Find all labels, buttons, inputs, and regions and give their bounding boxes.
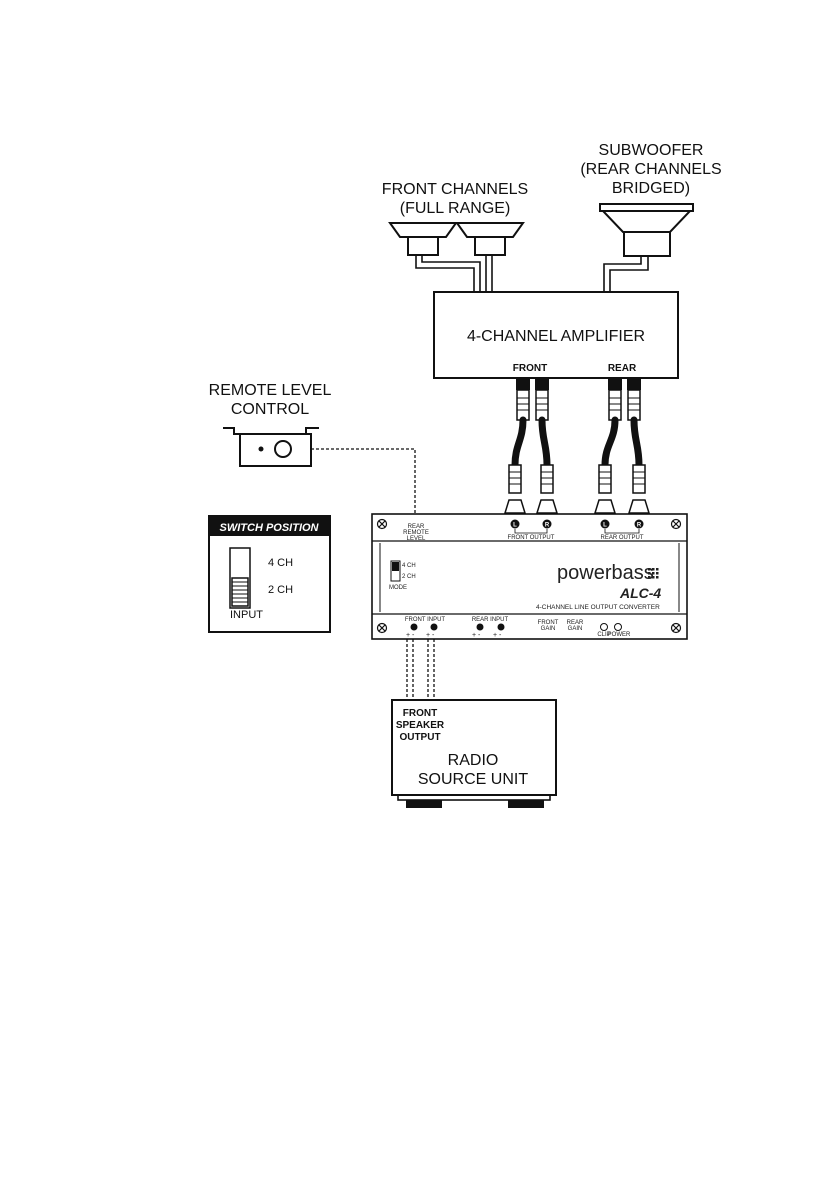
svg-text:FRONT INPUT: FRONT INPUT xyxy=(405,617,446,623)
front-output-jacks: L R FRONT OUTPUT xyxy=(508,519,555,541)
radio-source-unit: FRONT SPEAKER OUTPUT RADIO SOURCE UNIT xyxy=(391,699,557,808)
rear-remote-level-1: REAR xyxy=(408,524,425,530)
subwoofer: SUBWOOFER (REAR CHANNELS BRIDGED) xyxy=(580,142,722,292)
remote-cable xyxy=(311,448,416,514)
amplifier-box xyxy=(433,291,679,379)
rear-output-label: REAR OUTPUT xyxy=(600,535,643,541)
rear-input-terminals: REAR INPUT + - + - xyxy=(472,617,509,639)
front-speakers: FRONT CHANNELS (FULL RANGE) xyxy=(382,181,528,292)
svg-text:FRONT: FRONT xyxy=(538,620,559,626)
mode-switch-icon xyxy=(229,547,251,609)
source-unit-label-1: RADIO xyxy=(448,752,499,769)
model-name: ALC-4 xyxy=(619,585,661,601)
front-channels-label-1: FRONT CHANNELS xyxy=(382,181,528,198)
switch-position-title: SWITCH POSITION xyxy=(220,522,320,534)
svg-text:+ -: + - xyxy=(426,632,435,639)
remote-level-control: REMOTE LEVEL CONTROL xyxy=(209,382,416,514)
clip-label: CLIP xyxy=(597,632,610,638)
remote-led-icon xyxy=(258,446,264,452)
brand-logo: powerbass xyxy=(557,562,654,584)
svg-text:GAIN: GAIN xyxy=(568,626,583,632)
remote-label-1: REMOTE LEVEL xyxy=(209,382,332,399)
amp-rca-jack xyxy=(608,378,622,390)
svg-text:R: R xyxy=(545,523,550,529)
amplifier-label: 4-CHANNEL AMPLIFIER xyxy=(467,328,645,345)
speaker-input-wires xyxy=(406,639,435,701)
subwoofer-label-3: BRIDGED) xyxy=(612,180,690,197)
speaker-output-label-3: OUTPUT xyxy=(399,732,440,743)
switch-position-panel: SWITCH POSITION 4 CH 2 CH INPUT xyxy=(208,515,331,633)
gain-controls: FRONT GAIN REAR GAIN xyxy=(538,620,584,632)
converter-subtitle: 4-CHANNEL LINE OUTPUT CONVERTER xyxy=(536,604,660,611)
source-unit-foot xyxy=(508,800,544,808)
rca-cables xyxy=(503,389,651,514)
line-output-converter: REAR REMOTE LEVEL L R FRONT OUTPUT L R R… xyxy=(371,513,688,640)
remote-label-2: CONTROL xyxy=(231,401,309,418)
remote-box xyxy=(239,433,312,467)
switch-input-label: INPUT xyxy=(230,609,263,621)
source-unit-label-2: SOURCE UNIT xyxy=(418,771,528,788)
subwoofer-wires xyxy=(603,256,649,292)
mode-label: MODE xyxy=(389,585,407,591)
svg-text:R: R xyxy=(637,523,642,529)
front-channels-label-2: (FULL RANGE) xyxy=(400,200,511,217)
svg-text:+ -: + - xyxy=(406,632,415,639)
svg-text:REAR INPUT: REAR INPUT xyxy=(472,617,509,623)
switch-4ch-label: 4 CH xyxy=(268,557,293,569)
front-right-speaker-icon xyxy=(455,222,525,256)
brand-logo-dots-icon xyxy=(648,568,659,579)
svg-text:4 CH: 4 CH xyxy=(402,563,416,569)
svg-text:+ -: + - xyxy=(472,632,481,639)
source-unit-foot xyxy=(406,800,442,808)
speaker-output-label-1: FRONT xyxy=(403,708,437,719)
subwoofer-label-2: (REAR CHANNELS xyxy=(580,161,721,178)
rear-output-jacks: L R REAR OUTPUT xyxy=(600,519,644,541)
subwoofer-label-1: SUBWOOFER xyxy=(599,142,704,159)
amp-rca-jack xyxy=(535,378,549,390)
power-label: POWER xyxy=(608,632,631,638)
amp-rear-label: REAR xyxy=(608,363,637,374)
speaker-output-label-2: SPEAKER xyxy=(396,720,445,731)
remote-knob-icon xyxy=(274,440,292,458)
amp-front-label: FRONT xyxy=(513,363,547,374)
converter-mode-switch: 4 CH 2 CH MODE xyxy=(389,560,416,591)
converter-screws xyxy=(376,518,682,634)
front-output-label: FRONT OUTPUT xyxy=(508,535,555,541)
svg-text:2 CH: 2 CH xyxy=(402,574,416,580)
svg-text:+ -: + - xyxy=(493,632,502,639)
rear-remote-level-3: LEVEL xyxy=(407,536,426,542)
rear-remote-level-2: REMOTE xyxy=(403,530,429,536)
svg-text:L: L xyxy=(603,523,607,529)
svg-text:GAIN: GAIN xyxy=(541,626,556,632)
svg-text:L: L xyxy=(513,523,517,529)
front-left-speaker-icon xyxy=(388,222,458,256)
switch-2ch-label: 2 CH xyxy=(268,584,293,596)
front-speaker-wires xyxy=(415,255,493,292)
svg-text:REAR: REAR xyxy=(567,620,584,626)
front-input-terminals: FRONT INPUT + - + - xyxy=(405,617,446,639)
amp-rca-jack xyxy=(516,378,530,390)
subwoofer-speaker-icon xyxy=(599,203,694,257)
amplifier: 4-CHANNEL AMPLIFIER FRONT REAR xyxy=(433,291,679,390)
status-leds: CLIP POWER xyxy=(597,623,631,638)
amp-rca-jack xyxy=(627,378,641,390)
